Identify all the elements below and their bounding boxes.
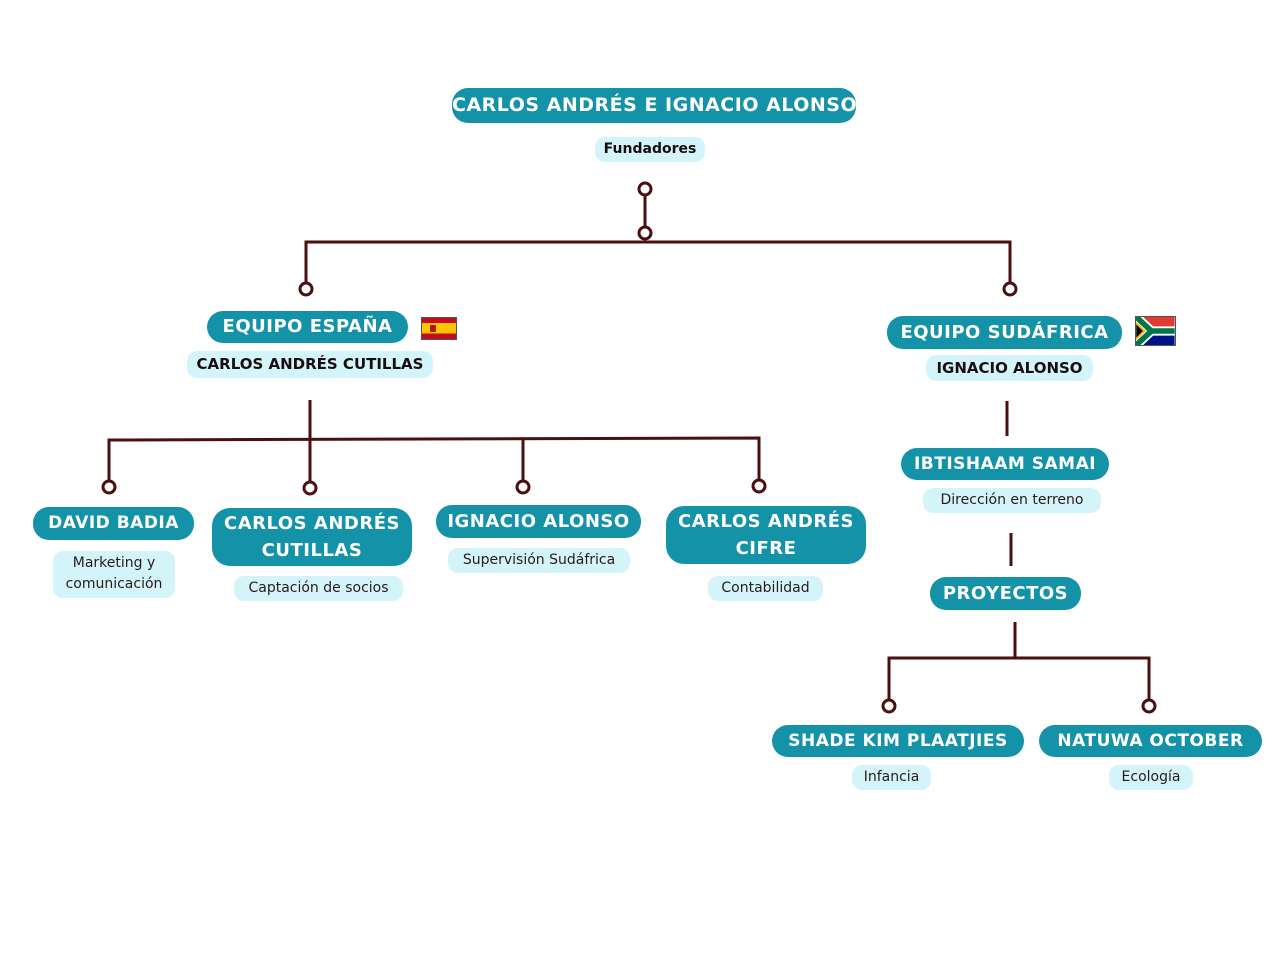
- root-role: Fundadores: [595, 137, 705, 162]
- connector-node: [302, 480, 318, 496]
- connector-node: [515, 479, 531, 495]
- field-director-node: IBTISHAAM SAMAI: [901, 448, 1109, 480]
- member-node: CARLOS ANDRÉS CIFRE: [666, 506, 866, 564]
- member-role: Supervisión Sudáfrica: [448, 548, 630, 573]
- connector-node: [1141, 698, 1157, 714]
- member-role: Contabilidad: [708, 576, 823, 601]
- connector-node: [881, 698, 897, 714]
- team-south-africa-lead: IGNACIO ALONSO: [926, 355, 1093, 381]
- connector-node: [101, 479, 117, 495]
- spain-flag-icon: [421, 317, 457, 340]
- project-member-node: NATUWA OCTOBER: [1039, 725, 1262, 757]
- project-member-role: Infancia: [852, 765, 931, 790]
- connector-node: [1002, 281, 1018, 297]
- connector-line: [304, 240, 1012, 284]
- member-node: IGNACIO ALONSO: [436, 505, 641, 538]
- projects-node: PROYECTOS: [930, 577, 1081, 610]
- field-director-role: Dirección en terreno: [923, 488, 1101, 513]
- root-node: CARLOS ANDRÉS E IGNACIO ALONSO: [452, 88, 857, 123]
- connector-node: [298, 281, 314, 297]
- member-node: CARLOS ANDRÉS CUTILLAS: [212, 508, 412, 566]
- member-role: Captación de socios: [234, 576, 403, 601]
- project-member-node: SHADE KIM PLAATJIES: [772, 725, 1024, 757]
- team-south-africa-node: EQUIPO SUDÁFRICA: [887, 316, 1122, 349]
- team-spain-lead: CARLOS ANDRÉS CUTILLAS: [187, 351, 433, 378]
- connector-node: [637, 225, 653, 241]
- connector-node: [637, 181, 653, 197]
- connector-line: [887, 656, 1151, 700]
- connector-node: [751, 478, 767, 494]
- south-africa-flag-icon: [1135, 316, 1176, 346]
- member-role: Marketing y comunicación: [53, 551, 175, 598]
- member-node: DAVID BADIA: [33, 507, 194, 540]
- connector-line: [107, 436, 761, 482]
- project-member-role: Ecología: [1109, 765, 1193, 790]
- team-spain-node: EQUIPO ESPAÑA: [207, 311, 408, 343]
